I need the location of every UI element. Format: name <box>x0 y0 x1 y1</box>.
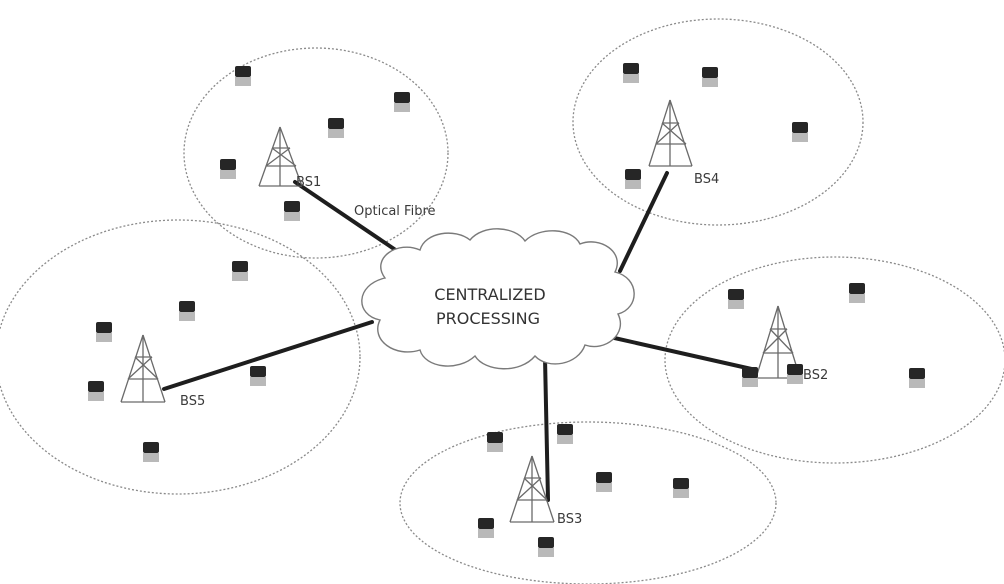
bs3-tower-icon <box>509 455 555 523</box>
fibre-link-bs3 <box>543 356 550 502</box>
centralized-label: CENTRALIZED <box>434 285 545 304</box>
user-equipment-icon <box>623 63 639 83</box>
user-equipment-icon <box>235 66 251 86</box>
user-equipment-icon <box>596 472 612 492</box>
user-equipment-icon <box>478 518 494 538</box>
bs3-label: BS3 <box>557 512 582 527</box>
user-equipment-icon <box>96 322 112 342</box>
bs1-label: BS1 <box>296 175 321 190</box>
user-equipment-icon <box>179 301 195 321</box>
user-equipment-icon <box>232 261 248 281</box>
user-equipment-icon <box>625 169 641 189</box>
user-equipment-icon <box>250 366 266 386</box>
bs4-label: BS4 <box>694 172 719 187</box>
fibre-link-bs1 <box>293 180 405 257</box>
cell-bs1 <box>183 47 449 259</box>
processing-label: PROCESSING <box>436 309 540 328</box>
centralized-processing-cloud: CENTRALIZED PROCESSING <box>361 228 635 370</box>
bs1-tower-icon <box>258 126 303 187</box>
user-equipment-icon <box>557 424 573 444</box>
user-equipment-group <box>88 63 925 557</box>
user-equipment-icon <box>88 381 104 401</box>
cell-bs5 <box>0 219 361 495</box>
fibre-link-bs2 <box>608 335 758 372</box>
user-equipment-icon <box>849 283 865 303</box>
user-equipment-icon <box>487 432 503 452</box>
user-equipment-icon <box>728 289 744 309</box>
user-equipment-icon <box>143 442 159 462</box>
bs5-tower-icon <box>120 334 166 403</box>
fibre-link-bs5 <box>162 320 374 391</box>
user-equipment-icon <box>538 537 554 557</box>
cell-bs3 <box>399 421 777 584</box>
user-equipment-icon <box>702 67 718 87</box>
cell-bs2 <box>664 256 1004 464</box>
user-equipment-icon <box>787 364 803 384</box>
user-equipment-icon <box>673 478 689 498</box>
user-equipment-icon <box>909 368 925 388</box>
bs5-label: BS5 <box>180 394 205 409</box>
user-equipment-icon <box>742 367 758 387</box>
user-equipment-icon <box>394 92 410 112</box>
bs2-label: BS2 <box>803 368 828 383</box>
cell-bs4 <box>572 18 864 226</box>
user-equipment-icon <box>792 122 808 142</box>
user-equipment-icon <box>328 118 344 138</box>
optical-fibre-label: Optical Fibre <box>354 204 436 219</box>
bs4-tower-icon <box>648 99 693 167</box>
bs2-tower-icon <box>755 305 801 379</box>
user-equipment-icon <box>284 201 300 221</box>
user-equipment-icon <box>220 159 236 179</box>
fibre-link-bs4 <box>618 171 669 273</box>
